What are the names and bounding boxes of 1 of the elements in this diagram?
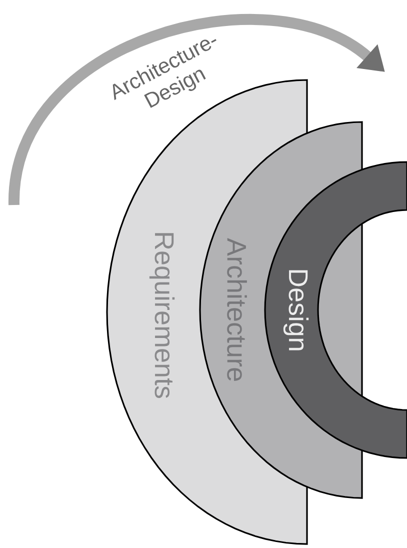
arc-band: Design bbox=[264, 161, 407, 459]
